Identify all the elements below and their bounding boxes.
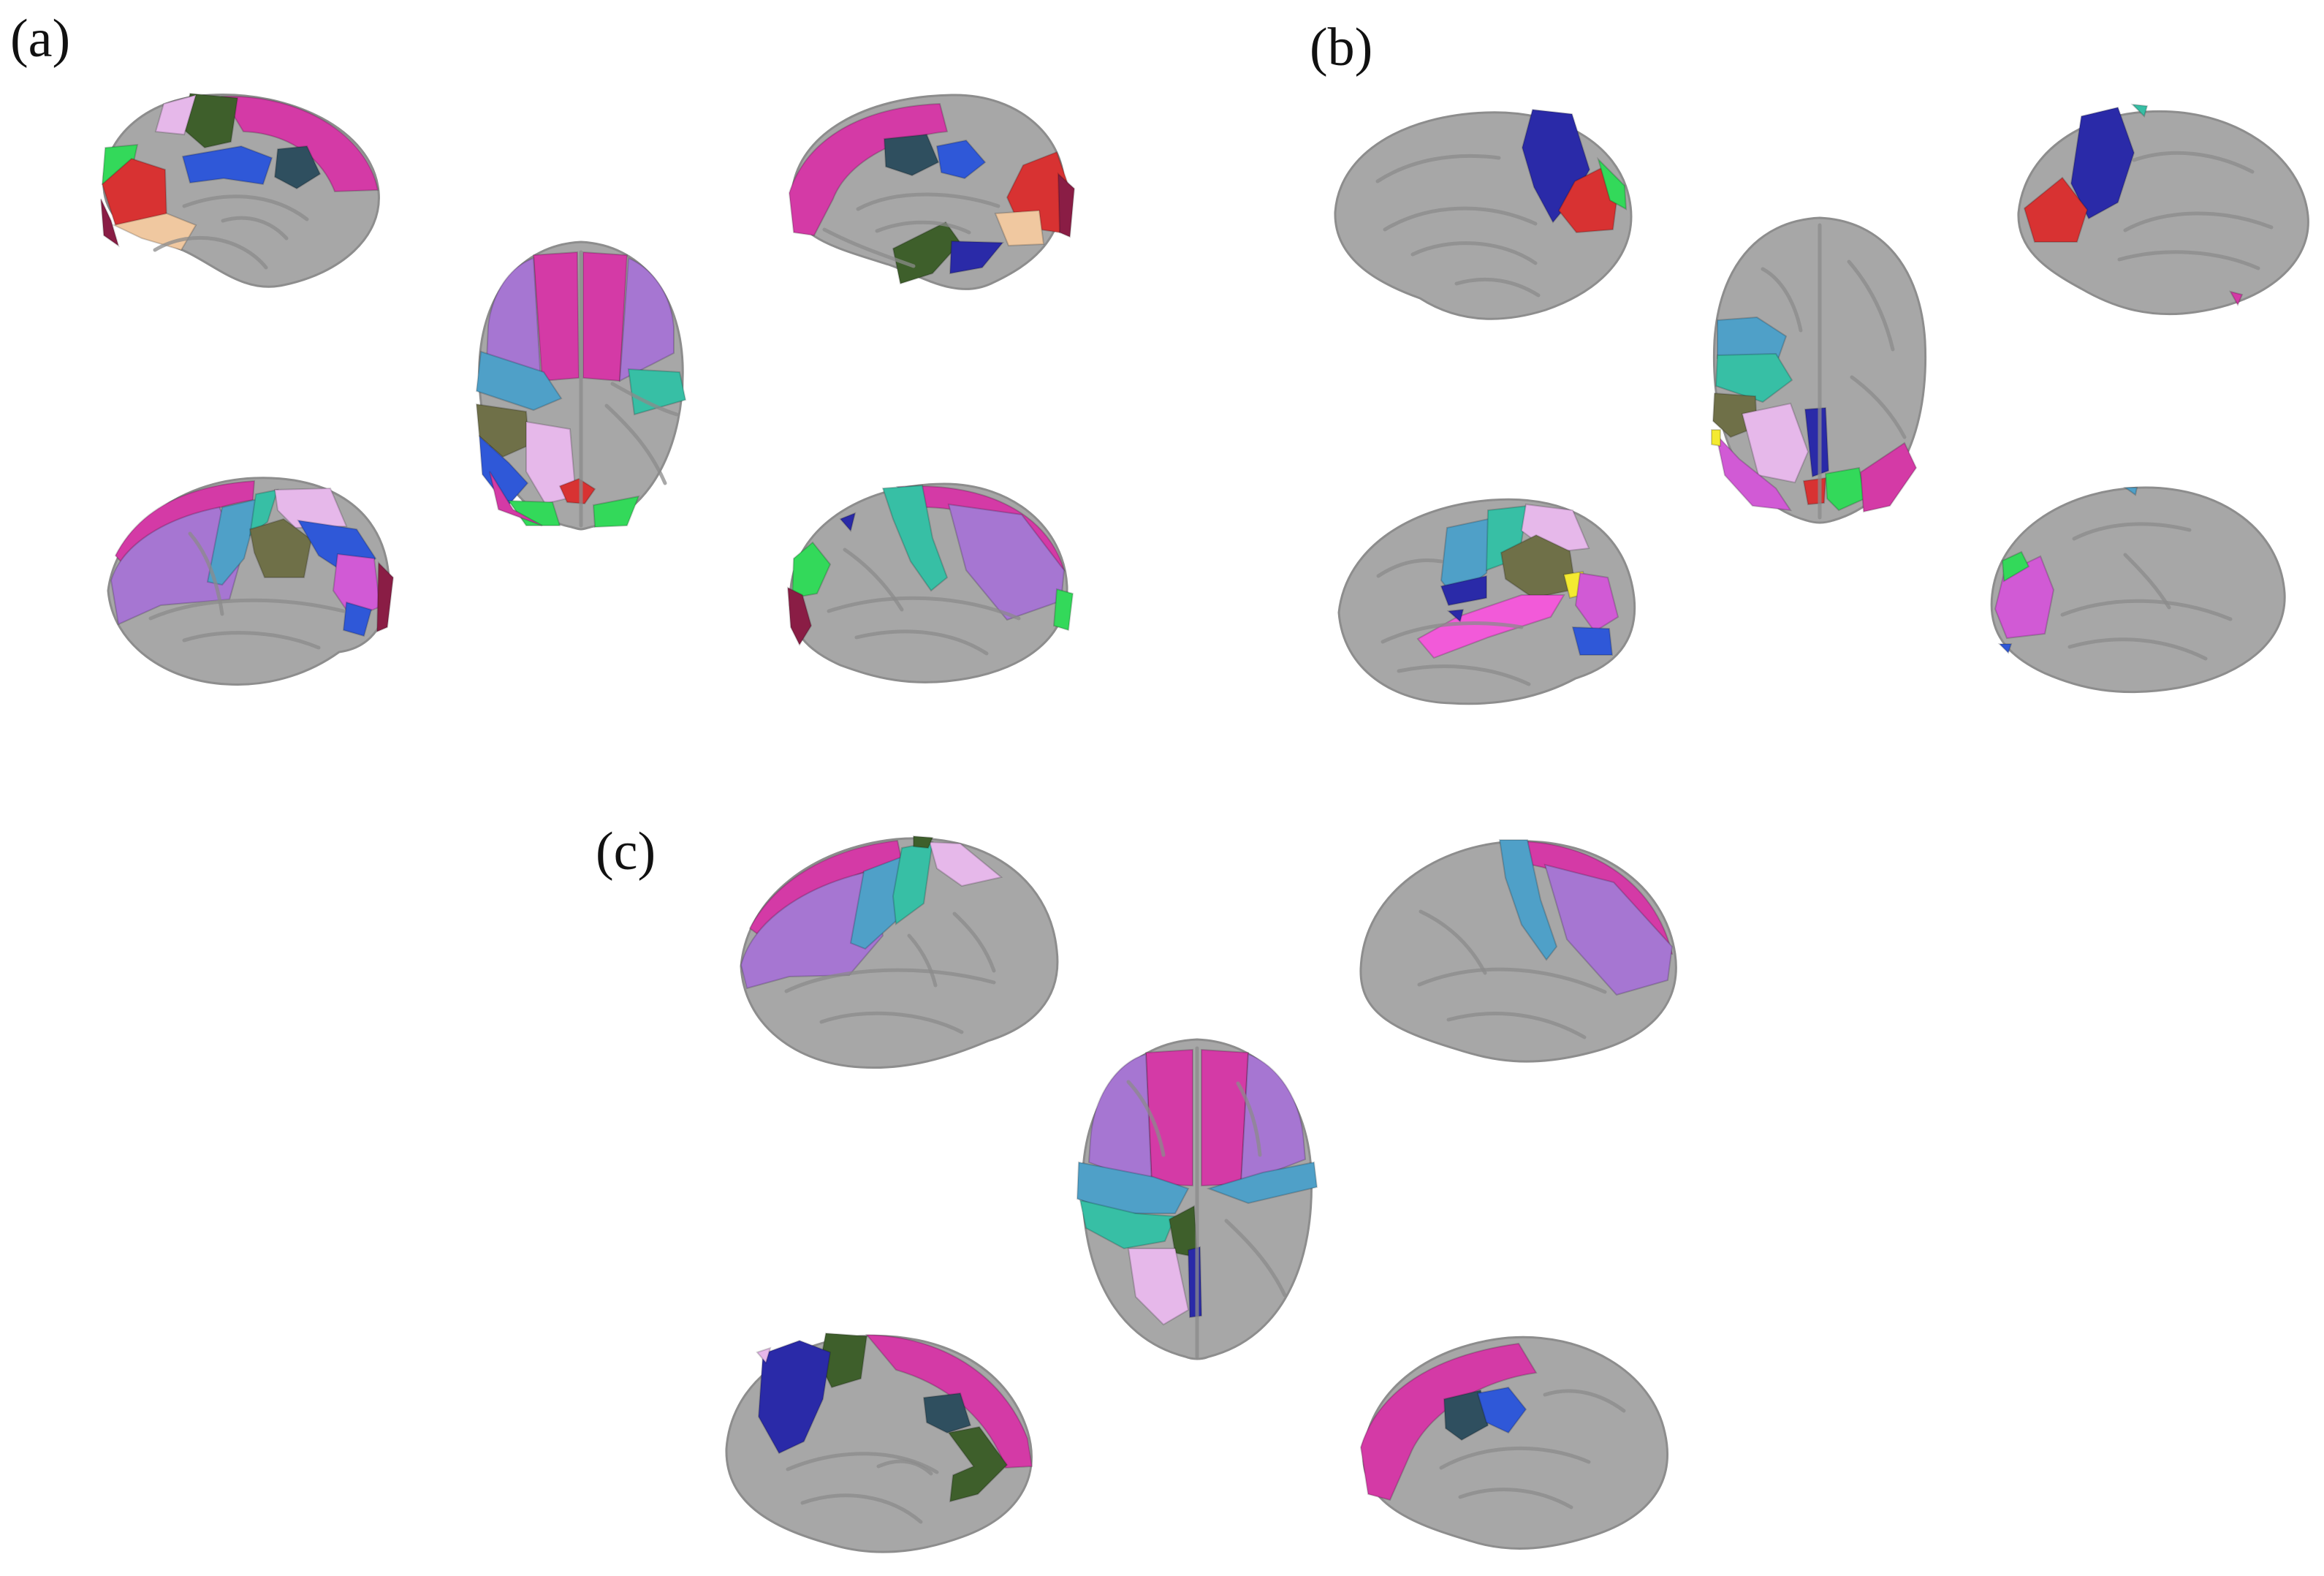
panel-a-right-medial-brain <box>788 94 1076 290</box>
panel-label-b: (b) <box>1310 18 1373 77</box>
panel-b-left-medial-brain <box>1334 108 1633 320</box>
panel-b-right-medial-brain <box>2017 103 2309 316</box>
panel-c-top-brain <box>1076 1038 1318 1360</box>
panel-a-left-lateral-brain <box>107 477 395 686</box>
panel-label-a: (a) <box>10 9 71 69</box>
panel-b-right-lateral-brain <box>1990 486 2286 694</box>
panel-a-right-lateral-brain <box>786 482 1074 683</box>
panel-label-c: (c) <box>596 822 656 882</box>
panel-a-left-medial-brain <box>100 92 380 288</box>
panel-a-top-brain <box>475 240 687 531</box>
panel-b-top-brain <box>1711 216 1927 524</box>
panel-c-left-medial-brain <box>725 1332 1033 1553</box>
panel-c-right-medial-brain <box>1359 1336 1668 1550</box>
panel-c-left-lateral-brain <box>740 835 1059 1069</box>
panel-c-right-lateral-brain <box>1359 839 1677 1063</box>
panel-b-left-lateral-brain <box>1337 498 1636 705</box>
